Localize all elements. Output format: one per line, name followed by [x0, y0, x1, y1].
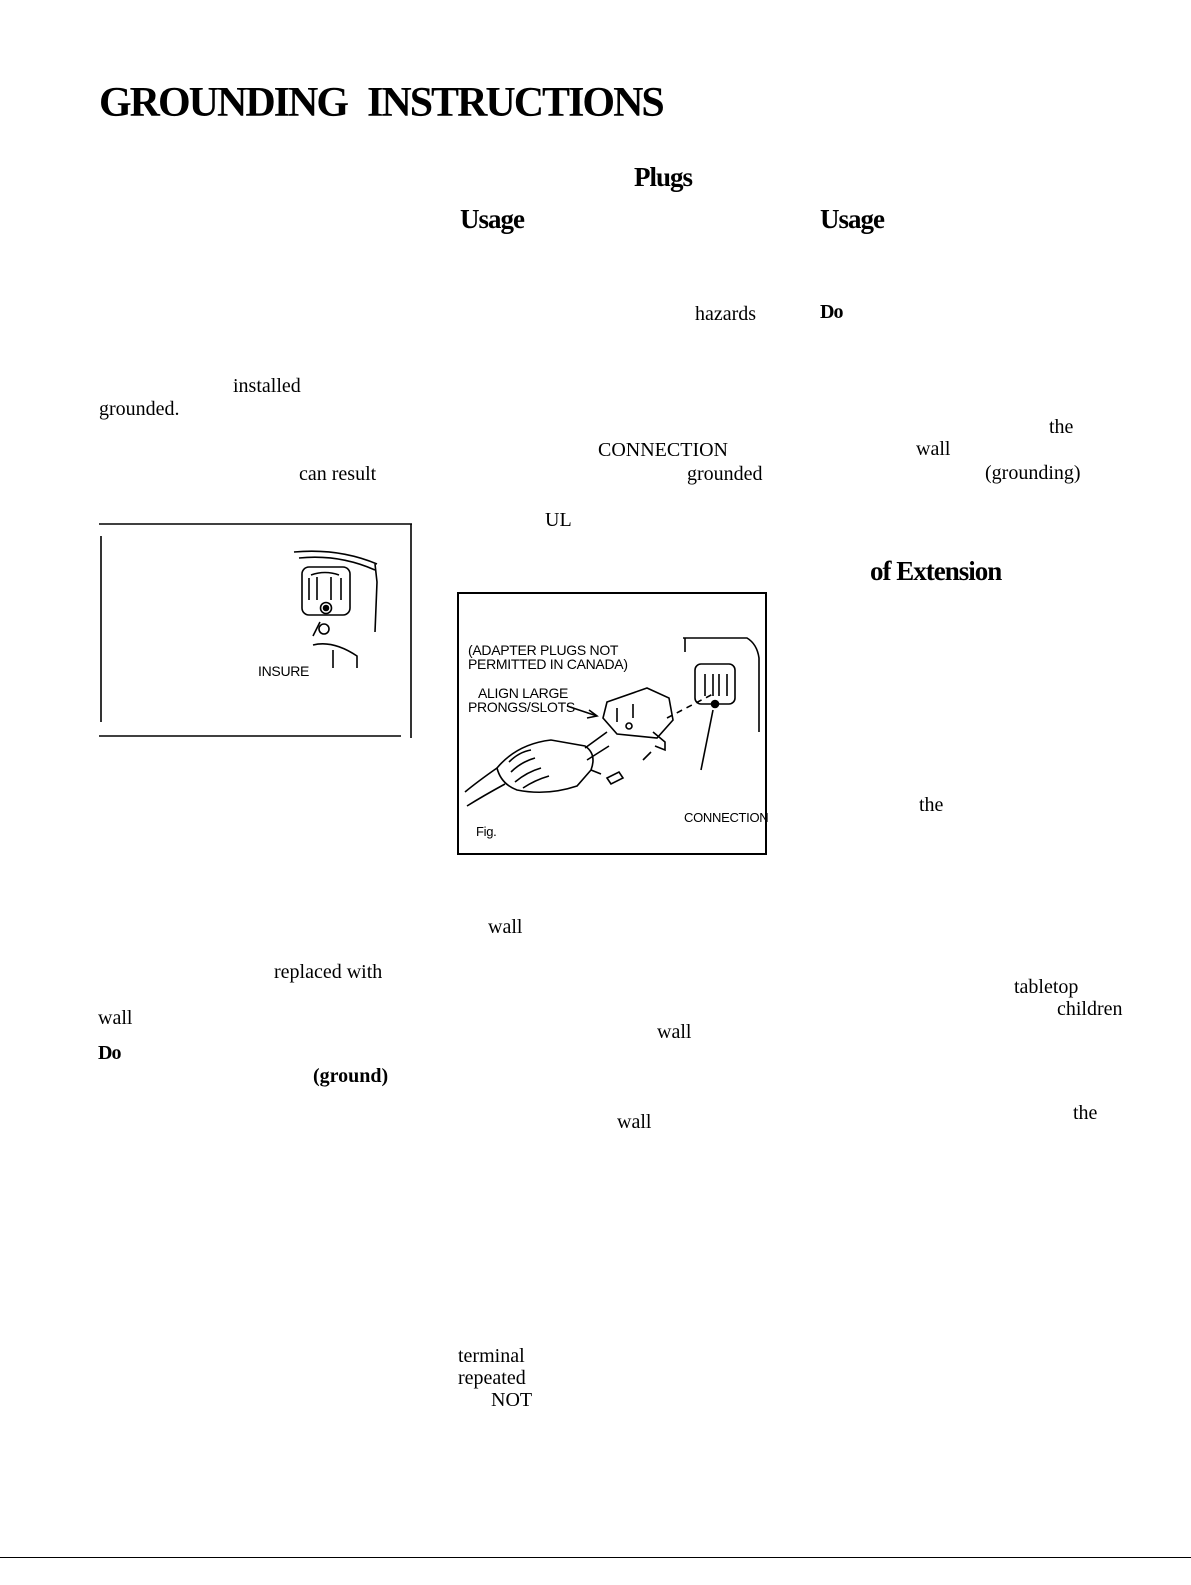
- figure-grounded-outlet: INSURE: [99, 522, 412, 740]
- title-word-instructions: INSTRUCTIONS: [367, 80, 665, 126]
- figure-right-align-line1: ALIGN LARGE: [478, 685, 569, 701]
- text-not: NOT: [491, 1389, 533, 1411]
- text-wall-1: wall: [916, 438, 951, 460]
- text-grounded-left: grounded.: [99, 398, 180, 420]
- text-the-2: the: [919, 794, 944, 816]
- page-title: GROUNDING INSTRUCTIONS: [99, 80, 665, 126]
- text-wall-4: wall: [657, 1021, 692, 1043]
- text-grounded-mid: grounded: [687, 463, 763, 485]
- adapter-plug-drawing: [457, 592, 767, 855]
- text-can-result: can result: [299, 463, 377, 485]
- footer-rule: [0, 1557, 1191, 1558]
- text-installed: installed: [233, 375, 301, 397]
- text-wall-5: wall: [617, 1111, 652, 1133]
- text-wall-3: wall: [98, 1007, 133, 1029]
- text-the-3: the: [1073, 1102, 1098, 1124]
- heading-of-extension: of Extension: [870, 556, 1002, 586]
- text-tabletop: tabletop: [1014, 976, 1079, 998]
- grounded-outlet-drawing: [99, 523, 412, 738]
- text-terminal: terminal: [458, 1345, 525, 1367]
- text-children: children: [1057, 998, 1123, 1020]
- text-hazards: hazards: [695, 303, 757, 325]
- figure-right-align-line2: PRONGS/SLOTS: [468, 699, 575, 715]
- heading-usage-right: Usage: [820, 204, 885, 234]
- heading-plugs: Plugs: [634, 162, 693, 192]
- text-ground: (ground): [313, 1065, 389, 1087]
- text-do-left: Do: [98, 1042, 121, 1064]
- figure-right-connection: CONNECTION: [684, 810, 769, 825]
- title-word-grounding: GROUNDING: [99, 80, 349, 126]
- figure-left-label: INSURE: [258, 663, 310, 679]
- text-repeated: repeated: [458, 1367, 526, 1389]
- text-the-1: the: [1049, 416, 1074, 438]
- text-do-right: Do: [820, 301, 843, 323]
- text-replaced-with: replaced with: [274, 961, 383, 983]
- figure-right-fig-label: Fig.: [476, 824, 497, 839]
- figure-adapter-plug: (ADAPTER PLUGS NOT PERMITTED IN CANADA) …: [457, 592, 769, 855]
- figure-right-note-line2: PERMITTED IN CANADA): [468, 656, 628, 672]
- text-ul: UL: [545, 509, 572, 531]
- text-connection: CONNECTION: [598, 439, 728, 461]
- text-grounding: (grounding): [985, 462, 1081, 484]
- figure-right-note-line1: (ADAPTER PLUGS NOT: [468, 642, 619, 658]
- heading-usage-middle: Usage: [460, 204, 525, 234]
- text-wall-2: wall: [488, 916, 523, 938]
